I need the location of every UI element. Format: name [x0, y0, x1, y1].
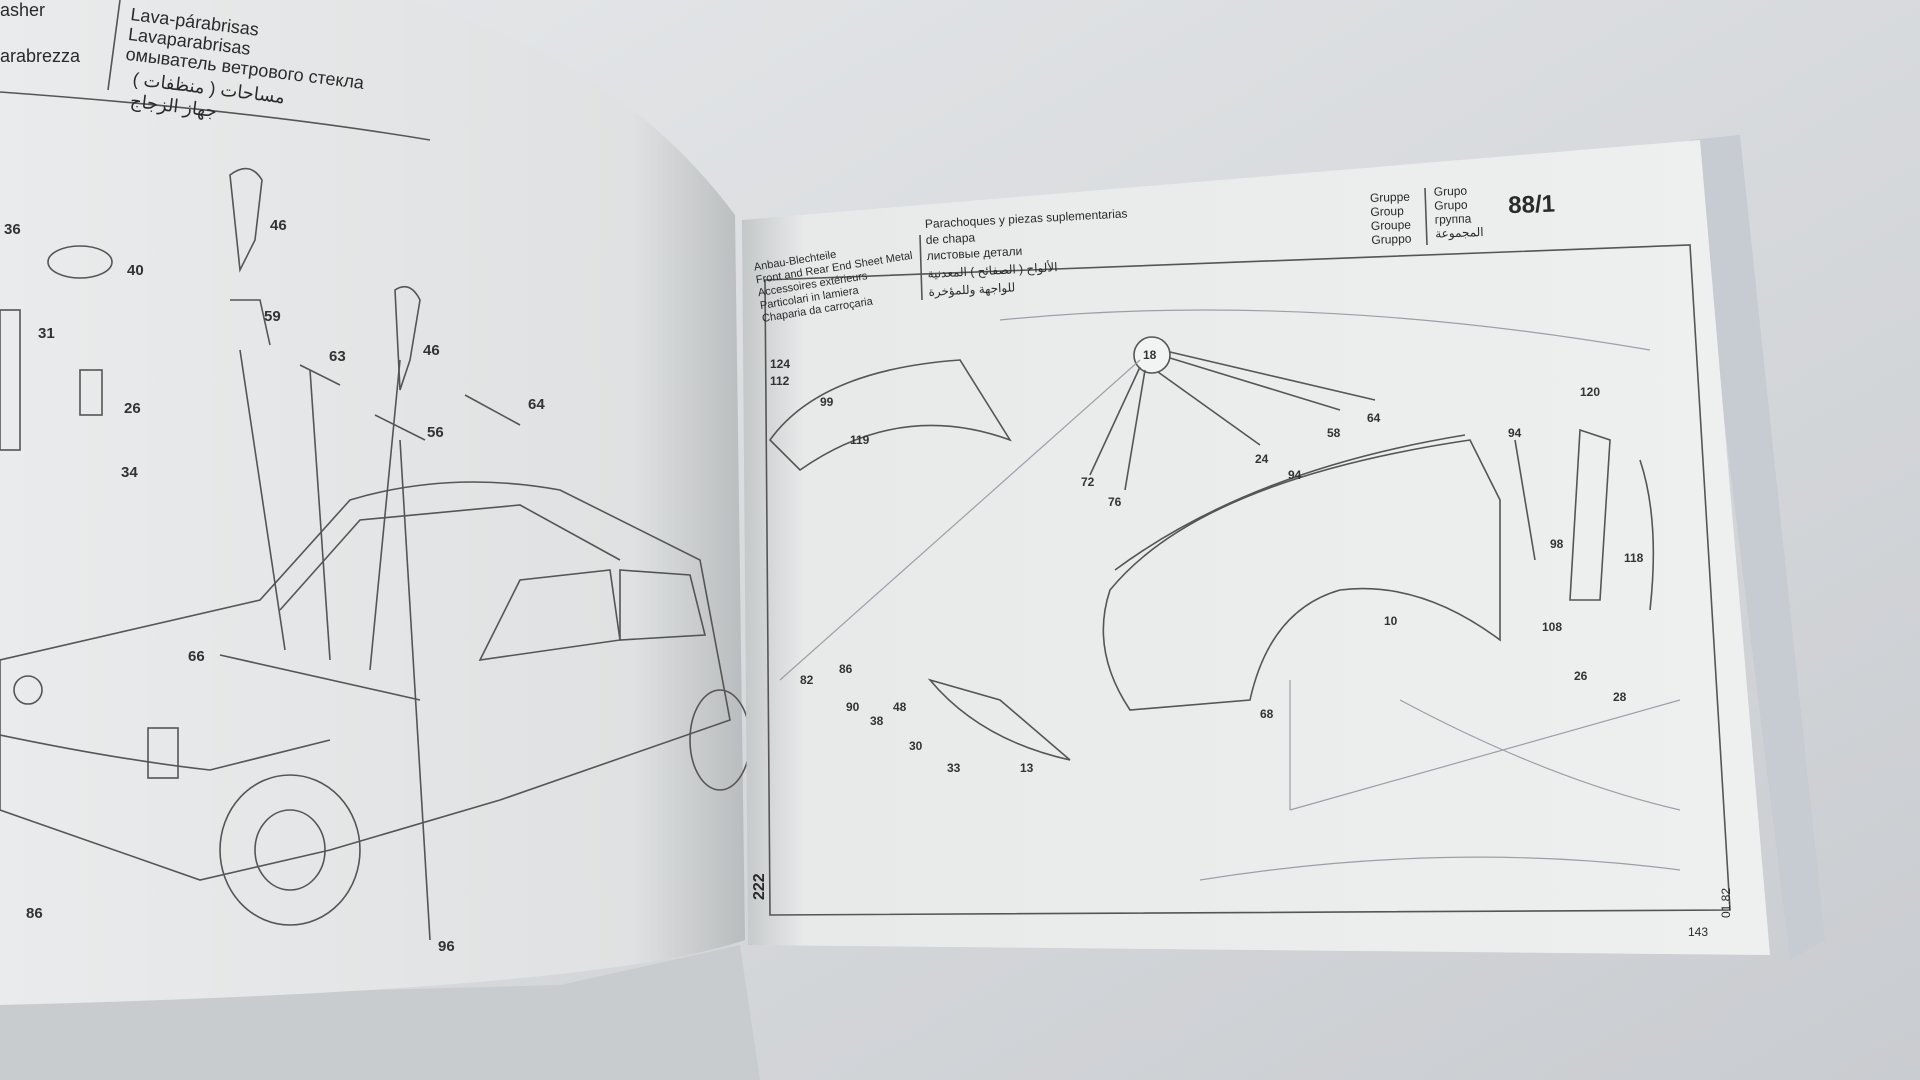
group-label: группа [1434, 211, 1471, 226]
group-label: Group [1370, 204, 1404, 219]
group-label: Grupo [1434, 184, 1468, 199]
callout-number: 63 [329, 348, 346, 365]
callout-number: 46 [270, 217, 287, 234]
callout-number: 64 [1367, 411, 1381, 425]
callout-number: 18 [1143, 348, 1157, 362]
callout-number: 56 [427, 424, 444, 441]
callout-number: 86 [26, 905, 43, 922]
fender-illustration [768, 336, 1681, 811]
section-title-line: de chapa [925, 230, 975, 247]
callout-number: 46 [423, 342, 440, 359]
callout-number: 59 [264, 308, 281, 325]
callout-number: 33 [947, 761, 961, 775]
callout-number: 26 [124, 400, 141, 417]
callout-number: 124 [770, 357, 790, 371]
callout-number: 58 [1327, 426, 1341, 440]
group-label: Gruppe [1370, 190, 1411, 205]
callout-number: 82 [800, 673, 814, 687]
left-callouts: 36 46 40 59 31 63 46 26 64 56 34 66 86 9… [4, 217, 545, 955]
right-page: Anbau-Blechteile Front and Rear End Shee… [742, 140, 1770, 955]
callout-number: 28 [1613, 690, 1627, 704]
book-page-stack [0, 945, 760, 1080]
right-callouts: 18 124 112 99 119 58 64 120 72 76 24 94 … [770, 348, 1644, 775]
callout-number: 76 [1108, 495, 1122, 509]
callout-number: 86 [839, 662, 853, 676]
callout-number: 40 [127, 262, 144, 279]
callout-number: 118 [1624, 551, 1644, 565]
page-number: 143 [1688, 925, 1708, 939]
callout-number: 68 [1260, 707, 1274, 721]
section-title-line: الألواح ( الصفائح ) المعدنية [927, 259, 1058, 281]
group-label: Gruppo [1371, 232, 1412, 247]
left-header-text: arabrezza [0, 46, 81, 66]
callout-number: 30 [909, 739, 923, 753]
callout-number: 34 [121, 464, 138, 481]
group-number: 88/1 [1508, 191, 1556, 220]
callout-number: 96 [438, 938, 455, 955]
left-header-text: asher [0, 0, 45, 20]
callout-number: 90 [846, 700, 860, 714]
callout-number: 94 [1288, 468, 1302, 482]
callout-number: 26 [1574, 669, 1588, 683]
side-page-number: 222 [751, 873, 768, 900]
callout-number: 13 [1020, 761, 1034, 775]
group-label: المجموعة [1435, 225, 1484, 241]
book-cover-edge [1690, 135, 1825, 960]
group-label: Groupe [1371, 218, 1412, 233]
callout-number: 31 [38, 325, 55, 342]
callout-number: 66 [188, 648, 205, 665]
callout-number: 72 [1081, 475, 1095, 489]
callout-number: 94 [1508, 426, 1522, 440]
car-illustration [0, 167, 751, 941]
callout-number: 120 [1580, 385, 1600, 399]
callout-number: 112 [770, 374, 790, 388]
callout-number: 64 [528, 396, 545, 413]
left-page: asher arabrezza Lava-párabrisas Lavapara… [0, 0, 751, 1005]
section-title-line: листовые детали [926, 244, 1022, 263]
callout-number: 38 [870, 714, 884, 728]
callout-number: 48 [893, 700, 907, 714]
callout-number: 108 [1542, 620, 1562, 634]
callout-number: 99 [820, 395, 834, 409]
diagram-frame [764, 244, 1731, 916]
callout-number: 10 [1384, 614, 1398, 628]
callout-number: 36 [4, 221, 21, 238]
edition-date: 01.82 [1719, 888, 1733, 918]
callout-number: 98 [1550, 537, 1564, 551]
section-title-line: للواجهة وللمؤخرة [928, 280, 1015, 299]
callout-number: 24 [1255, 452, 1269, 466]
callout-number: 119 [850, 433, 870, 447]
group-label: Grupo [1434, 198, 1468, 213]
